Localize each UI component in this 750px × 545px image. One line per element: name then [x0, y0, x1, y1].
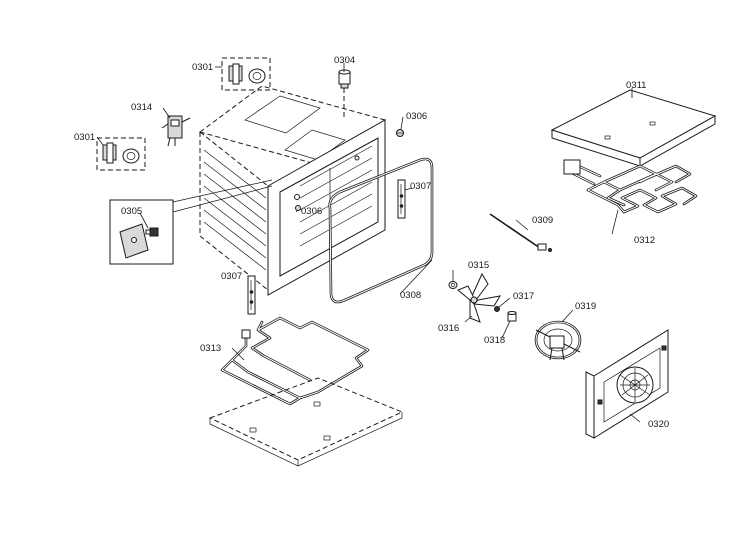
door-lock-switch [161, 115, 191, 147]
callout-0311: 0311 [626, 80, 646, 91]
callout-0318: 0318 [484, 335, 505, 346]
temperature-sensor [489, 213, 552, 252]
lamp-assembly-top [221, 57, 271, 91]
callout-0309: 0309 [532, 215, 553, 226]
callout-0307-right: 0307 [410, 181, 431, 192]
washer [494, 306, 500, 312]
callout-0314: 0314 [131, 102, 152, 113]
lamp-assembly-left [96, 137, 146, 171]
callout-0307-left: 0307 [221, 271, 242, 282]
fan-nut [448, 281, 458, 289]
callout-0306-right: 0306 [406, 111, 427, 122]
callout-0306-front: 0306 [301, 206, 322, 217]
bottom-heating-element [220, 316, 370, 406]
oven-cavity [198, 85, 387, 296]
callout-0304: 0304 [334, 55, 355, 66]
callout-0317: 0317 [513, 291, 534, 302]
convection-fan-blade [457, 272, 501, 323]
detail-inset-box [109, 179, 273, 265]
screw-top-right [396, 129, 404, 137]
callout-0313: 0313 [200, 343, 221, 354]
callout-0312: 0312 [634, 235, 655, 246]
screw-front [295, 205, 301, 211]
callout-0316: 0316 [438, 323, 459, 334]
grill-element [563, 159, 698, 214]
door-hinge-left [247, 275, 256, 315]
callout-0320: 0320 [648, 419, 669, 430]
callout-0301-left: 0301 [74, 132, 95, 143]
callout-0308: 0308 [400, 290, 421, 301]
bushing [507, 311, 517, 322]
circular-heating-element [534, 320, 582, 361]
leader-lines [96, 63, 641, 423]
callout-0319: 0319 [575, 301, 596, 312]
callout-0301-top: 0301 [192, 62, 213, 73]
callout-0315: 0315 [468, 260, 489, 271]
door-gasket [328, 157, 434, 304]
top-vent-cap [338, 69, 351, 118]
callout-0305: 0305 [121, 206, 142, 217]
bottom-cover-plate [208, 377, 404, 467]
top-heating-cover [550, 89, 717, 167]
callout-labels: 0301 0301 0304 0305 0306 0306 0307 0307 … [74, 55, 669, 430]
fan-cover-back-panel [585, 329, 669, 439]
door-hinge-right [397, 179, 406, 219]
